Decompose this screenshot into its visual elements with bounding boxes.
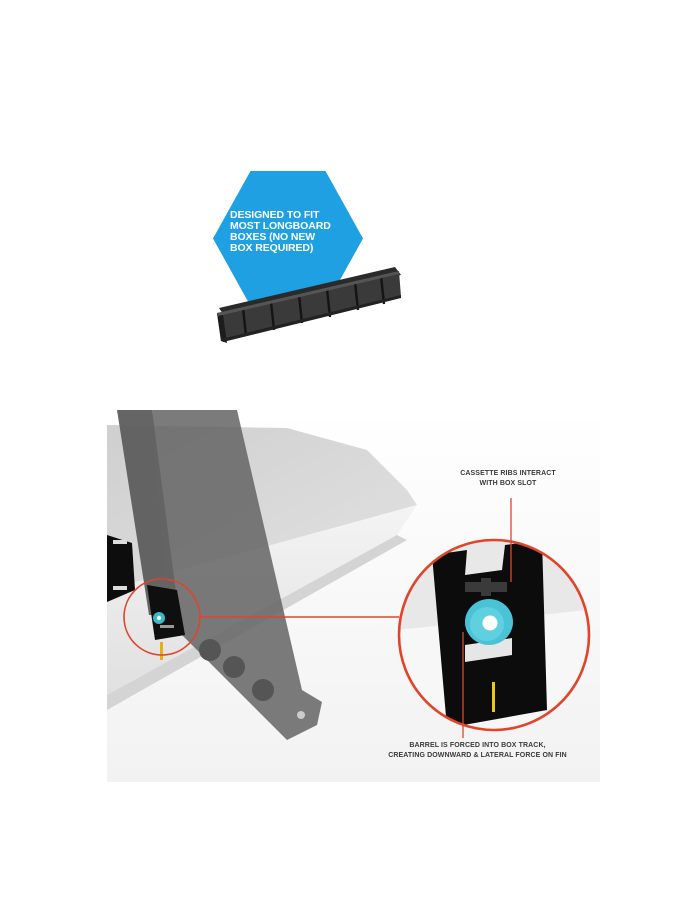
callout-cassette-ribs: CASSETTE RIBS INTERACT WITH BOX SLOT: [443, 469, 573, 488]
callout-barrel-force: BARREL IS FORCED INTO BOX TRACK, CREATIN…: [355, 741, 600, 760]
fin-box-diagram: CASSETTE RIBS INTERACT WITH BOX SLOT BAR…: [107, 410, 600, 782]
badge-line: MOST LONGBOARD: [230, 220, 331, 232]
cassette-product-image: DESIGNED TO FIT MOST LONGBOARD BOXES (NO…: [205, 165, 405, 350]
badge-line: DESIGNED TO FIT: [230, 209, 320, 221]
badge-line: BOX REQUIRED): [230, 242, 314, 254]
badge-line: BOXES (NO NEW: [230, 231, 316, 243]
callout-line: CASSETTE RIBS INTERACT: [460, 470, 556, 477]
badge-text: DESIGNED TO FIT MOST LONGBOARD BOXES (NO…: [230, 210, 360, 254]
cassette-icon: [217, 267, 401, 343]
fin-illustration: [107, 410, 600, 782]
callout-line: BARREL IS FORCED INTO BOX TRACK,: [409, 742, 546, 749]
callout-line: CREATING DOWNWARD & LATERAL FORCE ON FIN: [388, 751, 567, 759]
callout-line: WITH BOX SLOT: [479, 479, 537, 487]
